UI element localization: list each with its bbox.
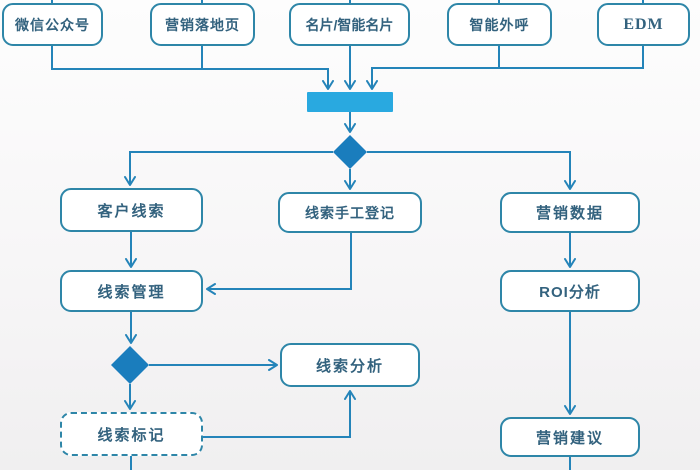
node-wechat-official-account: 微信公众号: [2, 3, 103, 46]
connector-decision-to-customer-leads: [124, 151, 333, 186]
node-label: 智能外呼: [469, 16, 530, 33]
node-lead-tagging: 线索标记: [60, 412, 203, 456]
node-label: 营销建议: [535, 429, 604, 447]
node-label: 名片/智能名片: [305, 16, 394, 33]
decision-diamond-top: [333, 135, 367, 169]
node-lead-analysis: 线索分析: [280, 343, 420, 387]
connector-tagging-to-analysis: [203, 390, 356, 438]
node-edm: EDM: [597, 3, 690, 46]
node-label: 线索标记: [97, 426, 166, 444]
connector-edm-to-bar: [366, 46, 644, 90]
node-marketing-data: 营销数据: [500, 192, 640, 233]
node-label: 线索手工登记: [305, 204, 395, 221]
node-label: 客户线索: [97, 202, 166, 220]
node-manual-lead-entry: 线索手工登记: [278, 192, 422, 233]
node-label: 线索分析: [315, 357, 384, 375]
node-marketing-landing-page: 营销落地页: [150, 3, 255, 46]
node-lead-management: 线索管理: [60, 270, 203, 312]
connector-wechat-to-bar: [51, 46, 334, 90]
connector-manual-to-management: [206, 233, 352, 295]
merge-bar-shape: [307, 92, 393, 112]
node-label: 营销数据: [535, 205, 604, 222]
node-business-card: 名片/智能名片: [289, 3, 410, 46]
node-label: 营销落地页: [165, 16, 240, 33]
node-smart-outbound-call: 智能外呼: [447, 3, 552, 46]
connector-decision-to-marketing-data: [367, 151, 576, 190]
node-label: 微信公众号: [15, 16, 90, 33]
decision-diamond-bottom: [111, 346, 149, 384]
node-customer-leads: 客户线索: [60, 188, 203, 232]
node-marketing-advice: 营销建议: [500, 417, 640, 457]
node-label: ROI分析: [539, 283, 601, 301]
node-roi-analysis: ROI分析: [500, 270, 640, 312]
node-label: EDM: [623, 15, 664, 33]
node-label: 线索管理: [97, 283, 166, 301]
